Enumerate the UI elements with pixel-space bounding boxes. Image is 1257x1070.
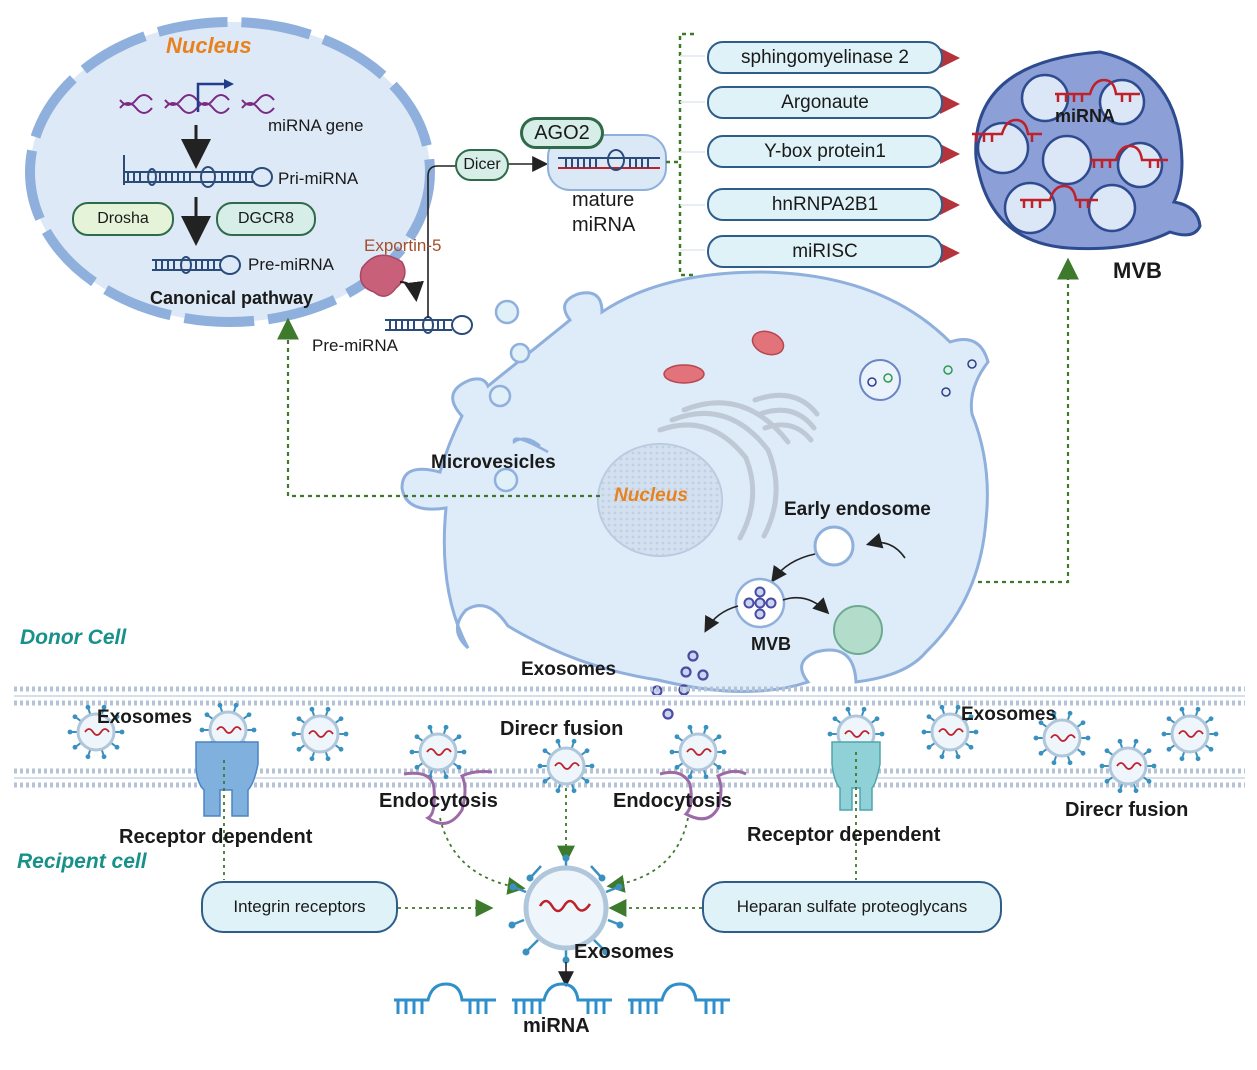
mature-mirna-label-2: miRNA: [572, 214, 636, 236]
exosome-particle-icon: [291, 706, 349, 762]
nucleus-cell-label: Nucleus: [614, 485, 688, 506]
endocytosis-left-icon: [403, 770, 493, 825]
exosome-particles: [67, 702, 1219, 794]
endocytosis-left-label: Endocytosis: [379, 790, 498, 812]
nucleus-top-label: Nucleus: [166, 33, 252, 58]
transcription-start-icon: [196, 82, 228, 112]
dicer-tag: Dicer: [455, 149, 509, 181]
direct-fusion-mid-label: Direcr fusion: [500, 718, 624, 740]
molecule-icon: [867, 359, 977, 397]
lysosome-icon: [833, 605, 883, 655]
mvb-cell-icon: [734, 577, 786, 629]
exosome-particle-icon: [1161, 706, 1219, 762]
exosome-particle-icon: [67, 704, 125, 760]
early-endosome-icon: [813, 525, 855, 567]
sorting-bracket: [666, 32, 694, 277]
pre-mirna-outer-icon: [385, 315, 473, 335]
mirna-bottom-icons: [394, 982, 730, 1014]
receptor-right-label: Receptor dependent: [747, 824, 941, 846]
mirna-bottom-label: miRNA: [523, 1015, 590, 1037]
sorting-protein-4: hnRNPA2B1: [707, 188, 943, 221]
early-endosome-label: Early endosome: [784, 499, 931, 520]
dgcr8-tag: DGCR8: [216, 202, 316, 236]
endocytosis-right-icon: [659, 769, 747, 821]
exosomes-release-label: Exosomes: [521, 659, 617, 680]
exosome-particle-icon: [669, 724, 727, 780]
recipient-cell-label: Recipent cell: [17, 850, 147, 873]
integrin-receptors-pill: Integrin receptors: [201, 881, 398, 933]
donor-membrane: [14, 686, 1245, 706]
canonical-pathway-label: Canonical pathway: [150, 288, 314, 308]
mitochondria-icon: [751, 330, 785, 356]
uptake-arrows: [223, 752, 857, 917]
exosome-particle-icon: [921, 704, 979, 760]
arrow-pre-to-dicer: [427, 165, 456, 318]
mvb-mirna-label: miRNA: [1055, 106, 1116, 126]
vesicle-icon: [859, 359, 901, 401]
pre-mirna-inner-icon: [152, 255, 241, 275]
sorting-protein-1: sphingomyelinase 2: [707, 41, 943, 74]
pri-mirna-icon: [123, 155, 273, 188]
endocytosis-right-label: Endocytosis: [613, 790, 732, 812]
exosomes-bottom-label: Exosomes: [574, 941, 675, 963]
exosomes-right-label: Exosomes: [961, 704, 1057, 725]
microvesicle-icons: [488, 299, 549, 493]
heparan-pill: Heparan sulfate proteoglycans: [702, 881, 1002, 933]
central-exosome-icon: [508, 854, 624, 964]
microvesicles-label: Microvesicles: [431, 452, 556, 473]
exportin-label: Exportin-5: [364, 236, 442, 255]
donor-cell-label: Donor Cell: [20, 626, 127, 649]
exosomes-left-label: Exosomes: [97, 707, 193, 728]
sorting-protein-5: miRISC: [707, 235, 943, 268]
sorting-arrows: [940, 48, 960, 263]
receptor-left-label: Receptor dependent: [119, 826, 313, 848]
exosome-particle-icon: [537, 738, 595, 794]
sorting-protein-2: Argonaute: [707, 86, 943, 119]
ago2-tag: AGO2: [520, 117, 604, 149]
mitochondria-icon: [663, 364, 705, 384]
mirna-gene-label: miRNA gene: [268, 116, 364, 135]
sorting-protein-3: Y-box protein1: [707, 135, 943, 168]
exosome-particle-icon: [409, 724, 467, 780]
exportin-icon: [359, 254, 406, 297]
mvb-mirna-icons: [972, 78, 1168, 208]
exosome-particle-icon: [1033, 710, 1091, 766]
exosome-particle-icon: [1099, 738, 1157, 794]
pri-mirna-label: Pri-miRNA: [278, 169, 359, 188]
pre-mirna-outer-label: Pre-miRNA: [312, 336, 398, 355]
golgi-icon: [657, 392, 820, 541]
mature-mirna-icon: [558, 149, 660, 171]
direct-fusion-right-label: Direcr fusion: [1065, 799, 1189, 821]
mature-mirna-label-1: mature: [572, 189, 635, 211]
mvb-cell-label: MVB: [751, 634, 791, 654]
receptor-left-icon: [195, 741, 259, 817]
dotted-to-nucleus: [277, 317, 600, 498]
drosha-tag: Drosha: [72, 202, 174, 236]
mvb-top-label: MVB: [1113, 258, 1162, 283]
mvb-top: [974, 50, 1202, 251]
pre-mirna-inner-label: Pre-miRNA: [248, 255, 334, 274]
